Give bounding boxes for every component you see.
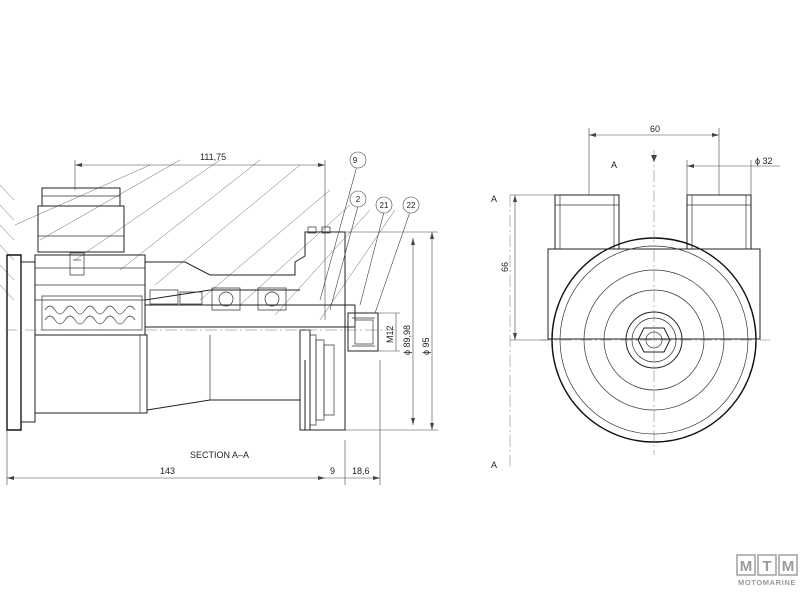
end-view-dimensions (510, 128, 780, 340)
motomarine-logo: M T M MOTOMARINE (737, 555, 797, 587)
dim-port-dia: ϕ 32 (755, 156, 773, 166)
balloon-9-circle (350, 152, 366, 168)
balloon-21: 21 (380, 201, 389, 210)
balloon-2: 2 (356, 195, 361, 204)
inlet-fitting (38, 188, 124, 275)
pump-body (7, 227, 345, 430)
dim-flange-offset: 9 (330, 466, 335, 476)
balloon-22-circle (403, 197, 419, 213)
end-view (510, 128, 780, 470)
section-view (0, 152, 438, 485)
section-mark-bottom: A (491, 460, 497, 470)
dim-port-spacing: 60 (650, 124, 660, 134)
balloon-22: 22 (407, 201, 416, 210)
balloon-21-circle (376, 197, 392, 213)
impeller-vanes (42, 296, 142, 330)
dim-height: 66 (500, 262, 510, 272)
port-left (555, 195, 619, 249)
fan-leader-lines (15, 160, 395, 320)
shaft (5, 305, 395, 351)
pump-face (540, 150, 770, 455)
logo-letter-m2: M (782, 558, 795, 575)
dim-top-length: 111,75 (200, 152, 226, 162)
dim-overall-length: 143 (160, 466, 175, 476)
balloon-2-circle (350, 191, 366, 207)
dim-shaft-extension: 18,6 (352, 466, 370, 476)
logo-letter-m1: M (740, 558, 753, 575)
balloon-9: 9 (353, 156, 358, 165)
dim-outer-dia: ϕ 95 (421, 337, 431, 355)
section-dimensions (7, 160, 438, 485)
part-balloons (320, 152, 419, 313)
dim-bore-dia: ϕ 89,98 (402, 325, 412, 355)
section-mark-side: A (491, 194, 497, 204)
text-labels: 111,75 SECTION A–A 143 9 18,6 ϕ 89,98 ϕ … (160, 124, 773, 476)
logo-letter-t: T (762, 558, 771, 575)
section-title: SECTION A–A (190, 450, 249, 460)
section-mark-top: A (611, 160, 617, 170)
dim-thread: M12 (385, 325, 395, 343)
bearings (150, 288, 286, 310)
port-right (687, 195, 751, 249)
logo-name: MOTOMARINE (738, 578, 796, 587)
